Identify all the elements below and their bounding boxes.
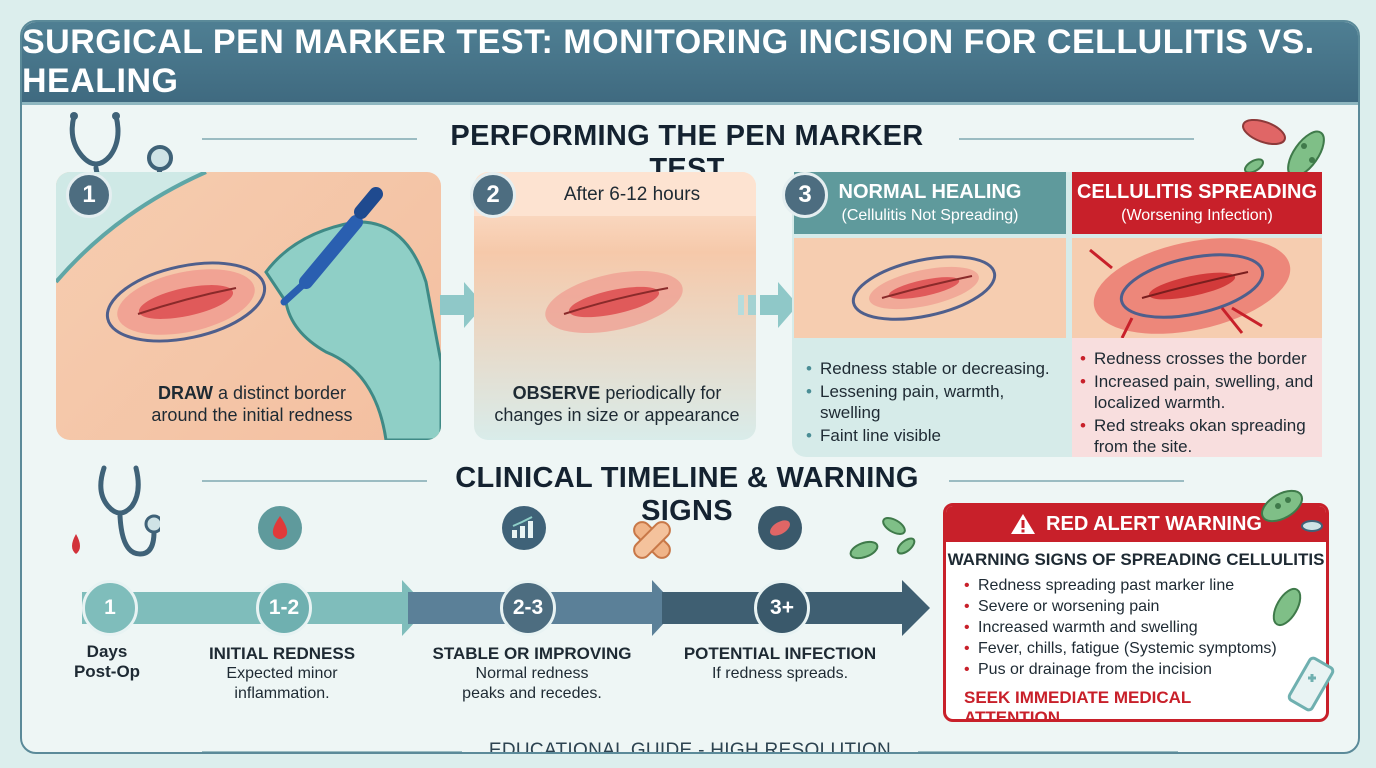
bacteria-icon <box>770 520 790 536</box>
ointment-tube-icon <box>1287 656 1335 712</box>
chart-icon <box>512 516 533 538</box>
bacteria-icon <box>1261 489 1323 532</box>
cellulitis-list: Redness crosses the border Increased pai… <box>1080 348 1316 459</box>
divider <box>949 480 1184 482</box>
alert-subtitle: WARNING SIGNS OF SPREADING CELLULITIS <box>947 550 1325 569</box>
timeline-label-2: INITIAL REDNESS Expected minor inflammat… <box>192 644 372 704</box>
list-item: Lessening pain, warmth, swelling <box>806 381 1064 423</box>
arrow-right-icon <box>738 282 798 328</box>
step-3-badge: 3 <box>782 172 828 218</box>
list-item: Redness crosses the border <box>1080 348 1316 369</box>
step-1-caption-line2: around the initial redness <box>151 405 353 425</box>
timeline-node-3: 2-3 <box>500 580 556 636</box>
cellulitis-heading: CELLULITIS SPREADING <box>1076 181 1317 203</box>
alert-list: Redness spreading past marker line Sever… <box>964 576 1284 681</box>
list-item: Red streaks okan spreading from the site… <box>1080 415 1316 457</box>
step-1-caption-line1: a distinct border <box>212 383 347 403</box>
normal-healing-heading: NORMAL HEALING <box>838 181 1022 203</box>
bacteria-icon <box>849 517 916 560</box>
infographic-frame: SURGICAL PEN MARKER TEST: MONITORING INC… <box>20 20 1360 754</box>
bacteria-icon <box>1272 587 1302 627</box>
step-2-card <box>474 172 756 440</box>
warning-icon <box>1011 514 1036 534</box>
normal-healing-header: NORMAL HEALING (Cellulitis Not Spreading… <box>794 172 1066 234</box>
timeline-label-4-desc: If redness spreads. <box>711 665 849 682</box>
list-item: Redness spreading past marker line <box>964 576 1284 596</box>
step-1-badge: 1 <box>66 172 112 218</box>
timeline-label-1-title: Days <box>86 642 128 661</box>
step-2-caption-line1: periodically for <box>600 383 722 403</box>
normal-healing-list: Redness stable or decreasing. Lessening … <box>806 358 1064 448</box>
section-heading-timeline: CLINICAL TIMELINE & WARNING SIGNS <box>455 462 919 527</box>
bandage-icon <box>633 521 671 559</box>
list-item: Increased pain, swelling, and localized … <box>1080 371 1316 413</box>
timeline-label-1: Days Post-Op <box>52 642 162 682</box>
page-title: SURGICAL PEN MARKER TEST: MONITORING INC… <box>22 23 1315 100</box>
timeline-label-3-title: STABLE OR IMPROVING <box>432 644 632 663</box>
stethoscope-icon <box>72 465 160 557</box>
normal-healing-subheading: (Cellulitis Not Spreading) <box>841 207 1019 224</box>
title-bar: SURGICAL PEN MARKER TEST: MONITORING INC… <box>22 22 1358 105</box>
footer: EDUCATIONAL GUIDE - HIGH RESOLUTION <box>488 740 892 754</box>
alert-header-text: RED ALERT WARNING <box>1046 512 1262 535</box>
divider <box>918 751 1178 752</box>
divider <box>959 138 1194 140</box>
section-heading-performing: PERFORMING THE PEN MARKER TEST <box>450 120 924 185</box>
blood-drop-pin <box>258 506 302 550</box>
cellulitis-subheading: (Worsening Infection) <box>1121 207 1273 224</box>
timeline-node-4: 3+ <box>754 580 810 636</box>
timeline-node-2: 1-2 <box>256 580 312 636</box>
step-2-header-bar <box>474 172 756 216</box>
divider <box>202 138 417 140</box>
bacteria-pin <box>758 506 802 550</box>
list-item: Fever, chills, fatigue (Systemic symptom… <box>964 639 1284 659</box>
step-2-caption: OBSERVE periodically for changes in size… <box>482 382 752 426</box>
timeline-label-4: POTENTIAL INFECTION If redness spreads. <box>682 644 878 684</box>
stethoscope-icon <box>69 112 173 195</box>
timeline-label-2-title: INITIAL REDNESS <box>208 644 356 663</box>
arrow-right-icon <box>440 282 484 328</box>
timeline-label-3-desc: Normal redness peaks and recedes. <box>462 665 602 702</box>
timeline-label-1-desc: Post-Op <box>73 662 141 681</box>
bacteria-icon <box>1242 118 1325 178</box>
timeline-label-4-title: POTENTIAL INFECTION <box>683 644 877 663</box>
step-2-caption-line2: changes in size or appearance <box>494 405 740 425</box>
alert-action: SEEK IMMEDIATE MEDICAL ATTENTION <box>964 688 1191 722</box>
divider <box>202 751 462 752</box>
cellulitis-spreading-header: CELLULITIS SPREADING (Worsening Infectio… <box>1072 172 1322 234</box>
timeline-label-3: STABLE OR IMPROVING Normal redness peaks… <box>430 644 634 704</box>
list-item: Redness stable or decreasing. <box>806 358 1064 379</box>
step-2-header: After 6-12 hours <box>563 184 701 205</box>
list-item: Increased warmth and swelling <box>964 618 1284 638</box>
list-item: Faint line visible <box>806 425 1064 446</box>
step-1-caption: DRAW a distinct border around the initia… <box>82 382 422 426</box>
red-alert-box: RED ALERT WARNING WARNING SIGNS OF SPREA… <box>943 503 1329 722</box>
cellulitis-illustration <box>1072 238 1322 338</box>
chart-pin <box>502 506 546 550</box>
list-item: Severe or worsening pain <box>964 597 1284 617</box>
step-1-caption-bold: DRAW <box>157 383 213 403</box>
step-2-caption-bold: OBSERVE <box>512 383 601 403</box>
step-2-illustration <box>545 270 683 334</box>
step-1-card <box>56 172 441 440</box>
normal-healing-illustration <box>794 238 1066 338</box>
alert-header: RED ALERT WARNING <box>946 506 1326 542</box>
blood-drop-icon <box>272 516 288 539</box>
timeline-label-2-desc: Expected minor inflammation. <box>226 665 338 702</box>
list-item: Pus or drainage from the incision <box>964 660 1284 680</box>
step-2-badge: 2 <box>470 172 516 218</box>
timeline-node-1: 1 <box>82 580 138 636</box>
divider <box>202 480 427 482</box>
